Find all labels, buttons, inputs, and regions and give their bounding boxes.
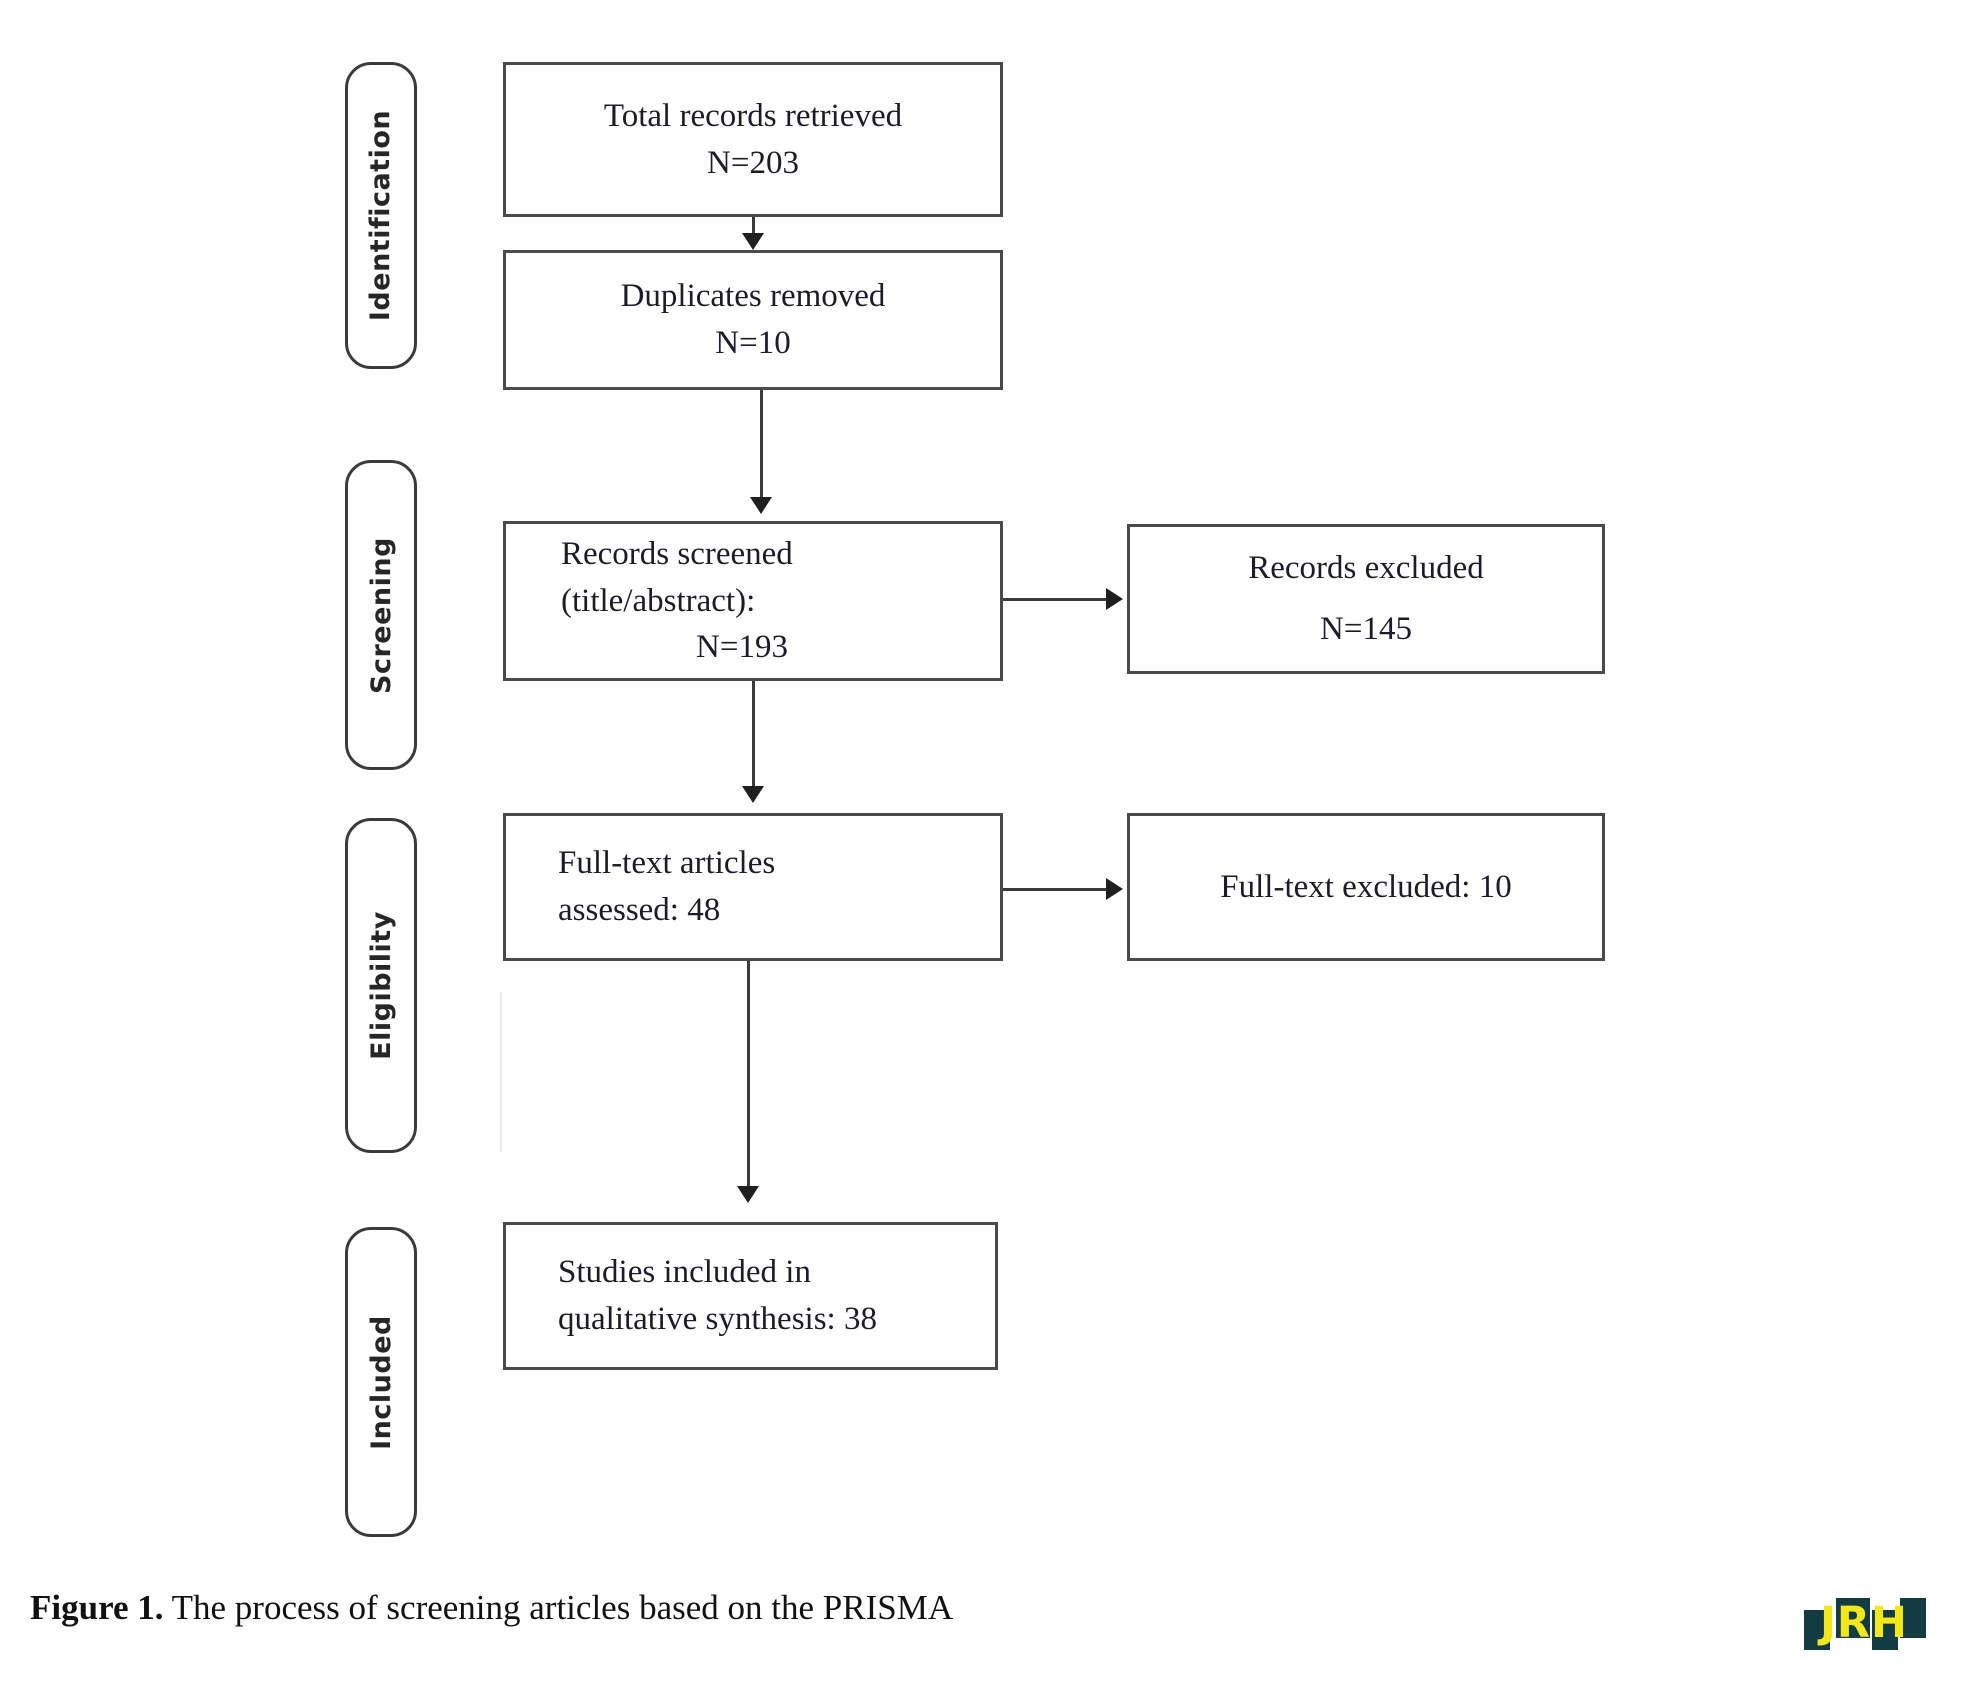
- connector-screened-to-excluded: [1003, 598, 1108, 601]
- node-duplicates-removed-line2: N=10: [715, 325, 791, 361]
- logo-text: JRH: [1819, 1598, 1909, 1648]
- phase-label-included: Included: [365, 1314, 397, 1450]
- node-fulltext-excluded-line1: Full-text excluded: 10: [1220, 868, 1512, 905]
- node-records-excluded-line1: Records excluded: [1248, 550, 1484, 587]
- logo-bar-4: [1900, 1598, 1926, 1638]
- logo-bar-1: [1804, 1610, 1830, 1650]
- node-studies-included-line1: Studies included in: [558, 1254, 811, 1291]
- node-records-screened-line1: Records screened: [561, 535, 793, 572]
- phase-label-screening: Screening: [365, 536, 397, 694]
- figure-caption: Figure 1. The process of screening artic…: [30, 1588, 953, 1628]
- node-total-records-line1: Total records retrieved: [603, 97, 903, 134]
- node-studies-included: Studies included in qualitative synthesi…: [503, 1222, 998, 1370]
- logo-bar-3: [1872, 1610, 1898, 1650]
- node-duplicates-removed: Duplicates removed N=10: [503, 250, 1003, 390]
- node-studies-included-line2: qualitative synthesis: 38: [558, 1301, 877, 1337]
- phase-box-screening: Screening: [345, 460, 417, 770]
- node-records-screened-line2: (title/abstract):: [561, 582, 756, 619]
- connector-screened-to-fulltext: [752, 681, 755, 789]
- phase-label-identification: Identification: [365, 109, 397, 322]
- node-duplicates-removed-line1: Duplicates removed: [620, 278, 886, 315]
- connector-duplicates-to-screened: [760, 390, 763, 500]
- arrowhead-fulltext-to-included: [737, 1186, 759, 1203]
- node-records-excluded-line2: N=145: [1320, 611, 1412, 647]
- jrh-logo: JRH: [1800, 1596, 1928, 1650]
- figure-caption-text: The process of screening articles based …: [163, 1588, 954, 1627]
- connector-fulltext-to-excluded: [1003, 888, 1108, 891]
- phase-box-included: Included: [345, 1227, 417, 1537]
- node-fulltext-assessed-line2: assessed: 48: [558, 892, 721, 928]
- phase-label-eligibility: Eligibility: [365, 911, 397, 1060]
- node-records-screened: Records screened (title/abstract): N=193: [503, 521, 1003, 681]
- node-fulltext-assessed: Full-text articles assessed: 48: [503, 813, 1003, 961]
- node-total-records: Total records retrieved N=203: [503, 62, 1003, 217]
- logo-bar-2: [1836, 1598, 1870, 1638]
- node-records-screened-line3: N=193: [696, 629, 788, 666]
- arrowhead-duplicates-to-screened: [750, 497, 772, 514]
- arrowhead-total-to-duplicates: [742, 233, 764, 250]
- phase-box-eligibility: Eligibility: [345, 818, 417, 1153]
- connector-fulltext-to-included: [747, 961, 750, 1189]
- connector-total-to-duplicates: [752, 217, 755, 237]
- arrowhead-fulltext-to-excluded: [1106, 878, 1123, 900]
- node-records-excluded: Records excluded N=145: [1127, 524, 1605, 674]
- node-fulltext-excluded: Full-text excluded: 10: [1127, 813, 1605, 961]
- scan-artifact-line: [500, 992, 502, 1152]
- node-fulltext-assessed-line1: Full-text articles: [558, 845, 776, 882]
- phase-box-identification: Identification: [345, 62, 417, 369]
- node-total-records-line2: N=203: [707, 144, 799, 181]
- arrowhead-screened-to-fulltext: [742, 786, 764, 803]
- arrowhead-screened-to-excluded: [1106, 588, 1123, 610]
- figure-caption-label: Figure 1.: [30, 1588, 164, 1627]
